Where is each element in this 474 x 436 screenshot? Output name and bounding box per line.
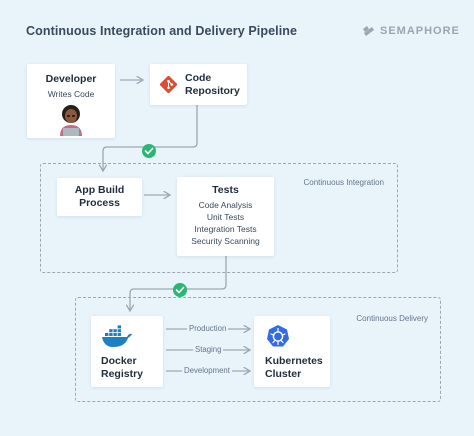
check-icon <box>142 144 156 158</box>
developer-avatar <box>60 105 82 136</box>
card-title-line: Cluster <box>265 368 302 380</box>
developer-card: Developer Writes Code <box>27 64 115 138</box>
tests-card: Tests Code Analysis Unit Tests Integrati… <box>177 177 274 256</box>
card-title-line: Process <box>79 197 120 209</box>
kubernetes-cluster-card: Kubernetes Cluster <box>254 316 330 387</box>
card-title: Developer <box>45 73 97 85</box>
check-icon <box>173 283 187 297</box>
kubernetes-icon <box>267 325 289 347</box>
connector-repository-build <box>103 105 198 171</box>
card-title-line: Code <box>185 72 212 84</box>
card-title-line: Docker <box>101 355 137 367</box>
flow-label-development: Development <box>182 366 232 375</box>
region-label: Continuous Integration <box>303 178 385 187</box>
region-label: Continuous Delivery <box>356 314 428 323</box>
flow-label-staging: Staging <box>193 345 224 354</box>
list-item: Integration Tests <box>194 224 257 234</box>
card-title: App Build Process <box>57 184 142 210</box>
list-item: Unit Tests <box>206 212 245 222</box>
card-title: Code Repository <box>185 72 240 98</box>
region-continuous-integration: Continuous Integration <box>40 163 398 273</box>
card-title-line: App Build <box>74 184 125 196</box>
list-item: Security Scanning <box>191 236 260 246</box>
docker-icon <box>102 325 132 347</box>
list-item: Code Analysis <box>198 200 253 210</box>
code-repository-card: Code Repository <box>150 64 247 105</box>
docker-registry-card: Docker Registry <box>91 316 163 387</box>
card-title-line: Repository <box>185 85 240 97</box>
card-title-line: Registry <box>101 368 144 380</box>
semaphore-logo-icon <box>363 26 374 36</box>
app-build-card: App Build Process <box>57 178 142 216</box>
page-title: Continuous Integration and Delivery Pipe… <box>26 24 298 38</box>
card-title: Tests <box>212 184 239 196</box>
flow-label-production: Production <box>187 324 229 333</box>
card-title: Docker Registry <box>101 355 143 381</box>
brand-logo: SEMAPHORE <box>362 25 460 37</box>
region-continuous-delivery: Continuous Delivery <box>75 297 441 402</box>
card-title-line: Kubernetes <box>265 355 323 367</box>
card-title: Kubernetes Cluster <box>265 355 323 381</box>
card-subtitle: Writes Code <box>47 89 95 99</box>
brand-name: SEMAPHORE <box>380 25 460 37</box>
git-icon <box>160 76 177 93</box>
tests-list: Code Analysis Unit Tests Integration Tes… <box>177 199 274 247</box>
